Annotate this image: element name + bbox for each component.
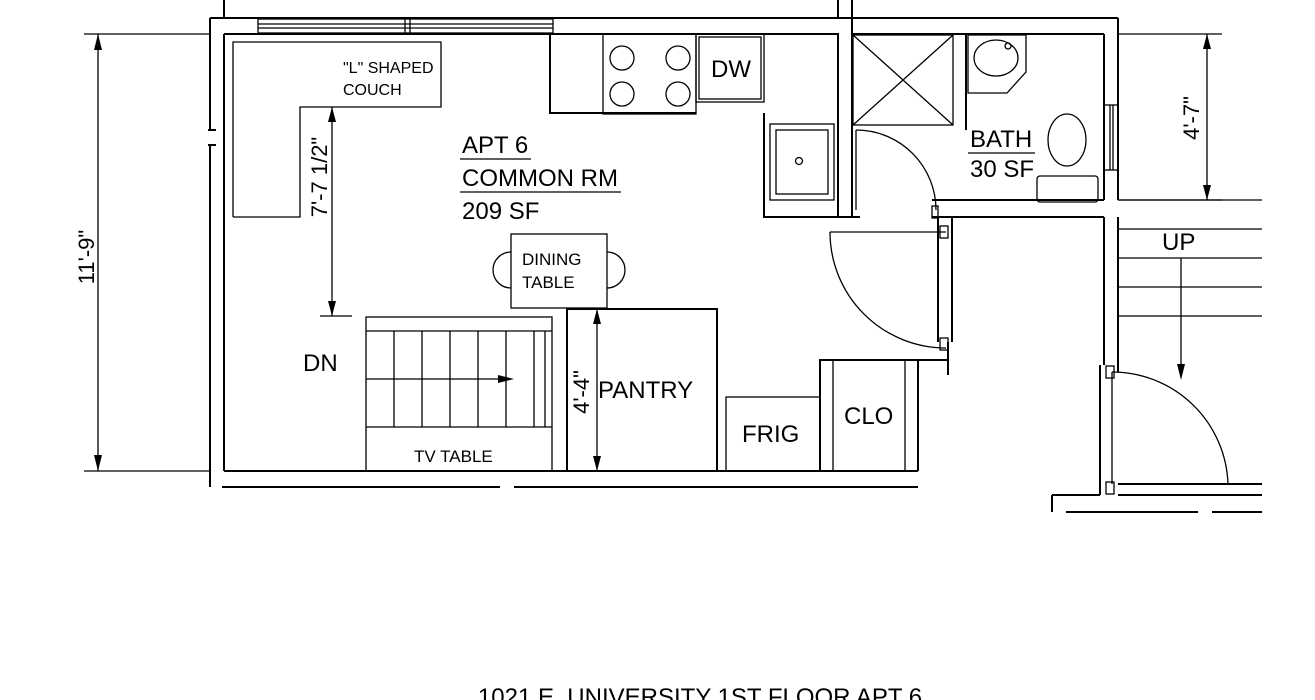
bath-name-label: BATH — [970, 126, 1032, 153]
dining-label-line2: TABLE — [522, 273, 575, 292]
dimension-overall-label: 11'-9" — [74, 230, 99, 284]
closet — [819, 342, 949, 472]
shower-icon — [852, 34, 954, 126]
corner-sink-icon — [967, 34, 1027, 94]
stairs-down-label: DN — [303, 350, 338, 377]
dishwasher-label: DW — [711, 56, 751, 83]
stairs-up — [1103, 199, 1262, 380]
stairs-down — [365, 316, 553, 472]
room-area-label: 209 SF — [462, 198, 539, 225]
dining-label-line1: DINING — [522, 250, 582, 269]
dining-table — [492, 233, 626, 309]
fridge-label: FRIG — [742, 421, 799, 448]
stairs-up-label: UP — [1162, 229, 1195, 256]
window-bath — [1103, 104, 1119, 171]
bath-door — [855, 129, 939, 219]
l-shaped-couch — [232, 41, 442, 218]
dimension-couch-label: 7'-7 1/2" — [307, 137, 332, 218]
toilet-icon — [1036, 113, 1099, 203]
closet-label: CLO — [844, 403, 893, 430]
entry-door — [829, 225, 949, 351]
couch-label-line2: COUCH — [343, 82, 402, 99]
dimension-overall — [84, 33, 210, 472]
pantry — [566, 308, 718, 472]
bath-area-label: 30 SF — [970, 156, 1034, 183]
tv-table-label: TV TABLE — [414, 447, 493, 466]
exterior-door — [1051, 365, 1262, 513]
dimension-couch — [320, 107, 352, 317]
window-top — [257, 18, 554, 34]
bath-walls — [838, 18, 1104, 342]
dimension-bath-label: 4'-7" — [1179, 96, 1204, 140]
stove-icon — [609, 45, 691, 107]
sink-icon — [769, 123, 835, 201]
dimension-pantry-label: 4'-4" — [569, 370, 594, 414]
dishwasher — [695, 33, 765, 103]
dimension-bath — [1118, 33, 1222, 201]
plan-title: 1021 E. UNIVERSITY 1ST FLOOR APT 6 — [478, 684, 922, 700]
room-type-label: COMMON RM — [462, 165, 618, 192]
couch-label-line1: "L" SHAPED — [343, 60, 434, 77]
pantry-label: PANTRY — [598, 377, 693, 404]
room-name-label: APT 6 — [462, 132, 528, 159]
